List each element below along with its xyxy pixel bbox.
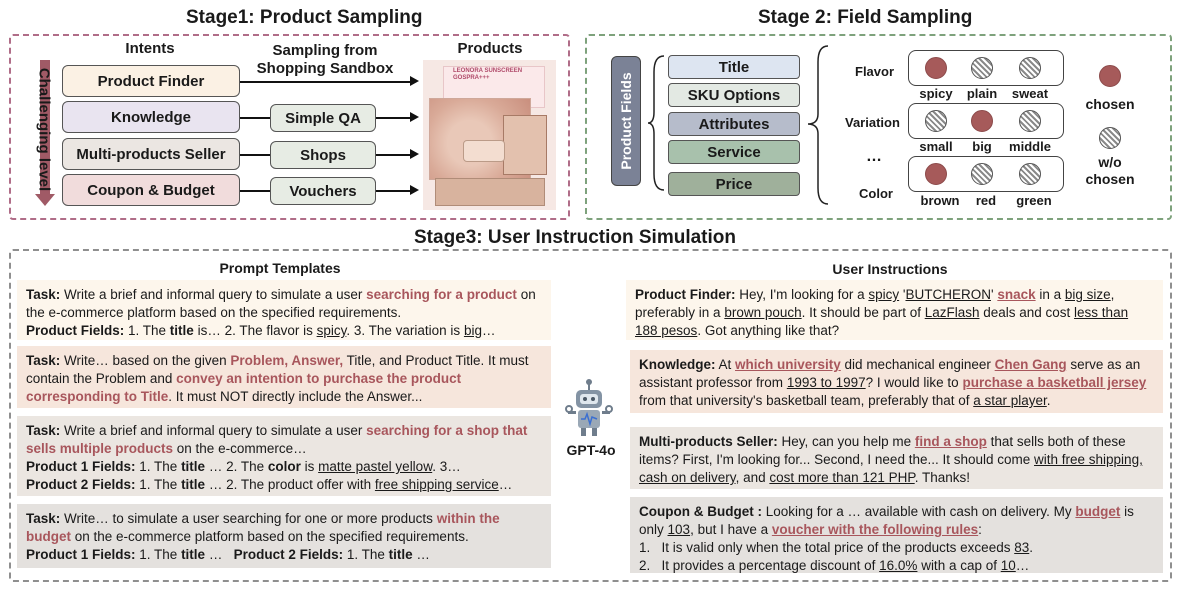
sampling-header: Sampling from Shopping Sandbox (256, 42, 394, 77)
user-instructions-header: User Instructions (832, 261, 948, 277)
robot-icon (565, 379, 613, 436)
attr-variation-label: Variation (845, 115, 900, 130)
intents-header: Intents (125, 40, 175, 57)
intent-coupon-budget: Coupon & Budget (62, 174, 240, 206)
variation-middle-dot (1019, 110, 1041, 132)
attr-variation-options (908, 103, 1064, 139)
source-vouchers: Vouchers (270, 177, 376, 205)
field-price: Price (668, 172, 800, 196)
prompt-templates-header: Prompt Templates (219, 260, 341, 276)
product-images: LEONORA SUNSCREEN GOSPRA+++ (423, 60, 556, 210)
product-image-case (503, 115, 547, 175)
instruction-card-knowledge: Knowledge: At which university did mecha… (630, 350, 1163, 413)
arrow-seller-right (376, 154, 410, 156)
instruction-card-product-finder: Product Finder: Hey, I'm looking for a s… (626, 280, 1163, 340)
legend-chosen-dot (1099, 65, 1121, 87)
arrow-seller-head (410, 149, 419, 159)
intent-product-finder: Product Finder (62, 65, 240, 97)
attr-color-label: Color (859, 186, 893, 201)
flavor-option-sweat: sweat (1011, 86, 1049, 101)
stage3-title: Stage3: User Instruction Simulation (414, 227, 736, 248)
prompt-card-multi-seller: Task: Write a brief and informal query t… (17, 416, 551, 496)
color-green-dot (1019, 163, 1041, 185)
arrow-coupon-right (376, 190, 410, 192)
color-brown-dot (925, 163, 947, 185)
variation-small-dot (925, 110, 947, 132)
prompt-card-product-finder: Task: Write a brief and informal query t… (17, 280, 551, 340)
field-service: Service (668, 140, 800, 164)
flavor-option-plain: plain (966, 86, 998, 101)
stage3-panel (9, 249, 1172, 582)
flavor-sweat-dot (1019, 57, 1041, 79)
prompt-card-coupon: Task: Write… to simulate a user searchin… (17, 504, 551, 568)
product-fields-label: Product Fields (618, 72, 634, 170)
fields-brace (648, 55, 665, 191)
product-image-cosmetic (463, 140, 505, 162)
legend-unchosen-dot (1099, 127, 1121, 149)
model-label: GPT-4o (566, 442, 616, 458)
products-header: Products (457, 40, 523, 57)
flavor-spicy-dot (925, 57, 947, 79)
field-sku-options: SKU Options (668, 83, 800, 107)
field-attributes: Attributes (668, 112, 800, 136)
instruction-card-multi-seller: Multi-products Seller: Hey, can you help… (630, 427, 1163, 489)
attr-color-options (908, 156, 1064, 192)
intent-multi-products-seller: Multi-products Seller (62, 138, 240, 170)
arrow-finder (240, 81, 410, 83)
stage1-panel (9, 34, 570, 220)
product-image-text: LEONORA SUNSCREEN GOSPRA+++ (453, 68, 523, 81)
product-image-pouch (435, 178, 545, 206)
flavor-plain-dot (971, 57, 993, 79)
challenging-level-arrow (35, 60, 55, 206)
arrow-seller-left (240, 154, 270, 156)
attr-ellipsis: … (866, 148, 882, 165)
arrow-knowledge-head (410, 112, 419, 122)
flavor-option-spicy: spicy (919, 86, 953, 101)
source-shops: Shops (270, 141, 376, 169)
arrow-finder-head (410, 76, 419, 86)
variation-option-big: big (972, 139, 992, 154)
variation-big-dot (971, 110, 993, 132)
attr-flavor-label: Flavor (855, 64, 895, 79)
color-option-brown: brown (920, 193, 960, 208)
field-title: Title (668, 55, 800, 79)
stage2-panel (585, 34, 1172, 220)
color-option-red: red (975, 193, 997, 208)
stage1-title: Stage1: Product Sampling (186, 7, 423, 28)
arrow-knowledge-left (240, 117, 270, 119)
attributes-brace (807, 45, 829, 205)
arrow-knowledge-right (376, 117, 410, 119)
legend-chosen-label: chosen (1085, 96, 1135, 112)
instruction-card-coupon: Coupon & Budget : Looking for a … availa… (630, 497, 1163, 573)
product-fields-box (611, 56, 641, 186)
arrow-coupon-head (410, 185, 419, 195)
attr-flavor-options (908, 50, 1064, 86)
legend-unchosen-label: w/o chosen (1085, 154, 1135, 187)
arrow-coupon-left (240, 190, 270, 192)
intent-knowledge: Knowledge (62, 101, 240, 133)
color-red-dot (971, 163, 993, 185)
challenging-level-label: Challenging level (35, 67, 53, 192)
variation-option-small: small (919, 139, 953, 154)
prompt-card-knowledge: Task: Write… based on the given Problem,… (17, 346, 551, 408)
source-simple-qa: Simple QA (270, 104, 376, 132)
variation-option-middle: middle (1009, 139, 1051, 154)
color-option-green: green (1016, 193, 1052, 208)
stage2-title: Stage 2: Field Sampling (758, 7, 973, 28)
